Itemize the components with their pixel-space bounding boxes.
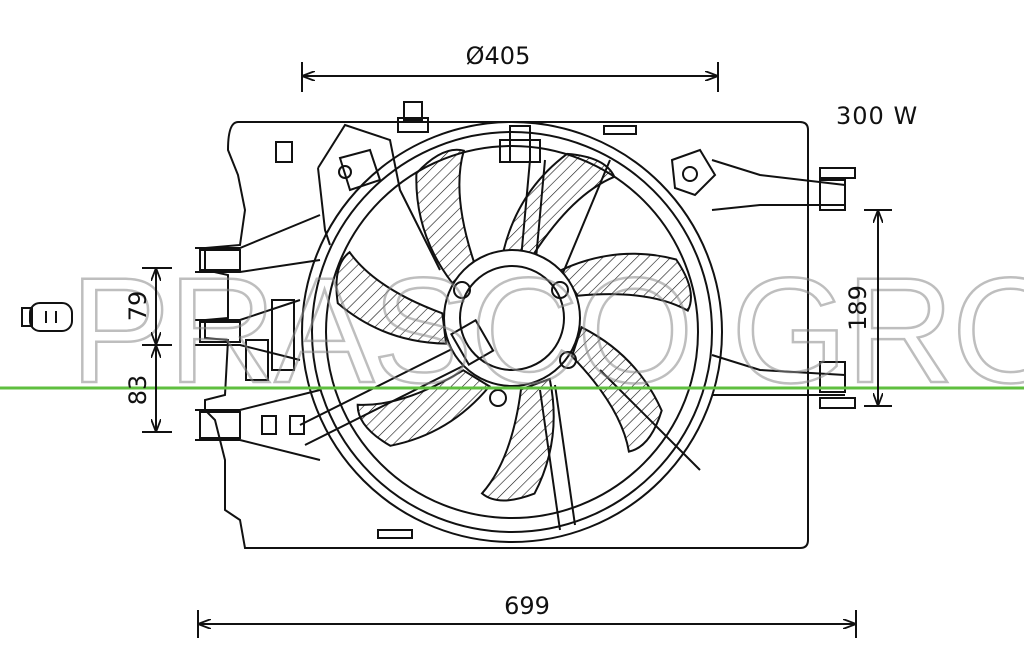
fan-blade — [502, 152, 616, 255]
power-rating: 300 W — [836, 102, 918, 130]
fan-ring — [301, 121, 723, 543]
electrical-connector-icon — [21, 302, 73, 332]
upper-offset-label: 79 — [124, 291, 152, 322]
fan-blade — [480, 377, 555, 502]
right-height-dimension: 189 — [844, 209, 892, 407]
left-offset-dimensions: 79 83 — [124, 267, 172, 433]
diameter-dimension: Ø405 — [301, 42, 719, 92]
width-label: 699 — [504, 592, 550, 620]
lower-offset-label: 83 — [124, 375, 152, 406]
motor-hub — [443, 249, 581, 407]
right-height-label: 189 — [844, 285, 872, 331]
width-dimension: 699 — [197, 592, 857, 638]
diameter-label: Ø405 — [466, 42, 531, 70]
fan-blade — [335, 250, 448, 345]
fan-blade — [415, 148, 475, 285]
fan-blade — [559, 252, 692, 312]
